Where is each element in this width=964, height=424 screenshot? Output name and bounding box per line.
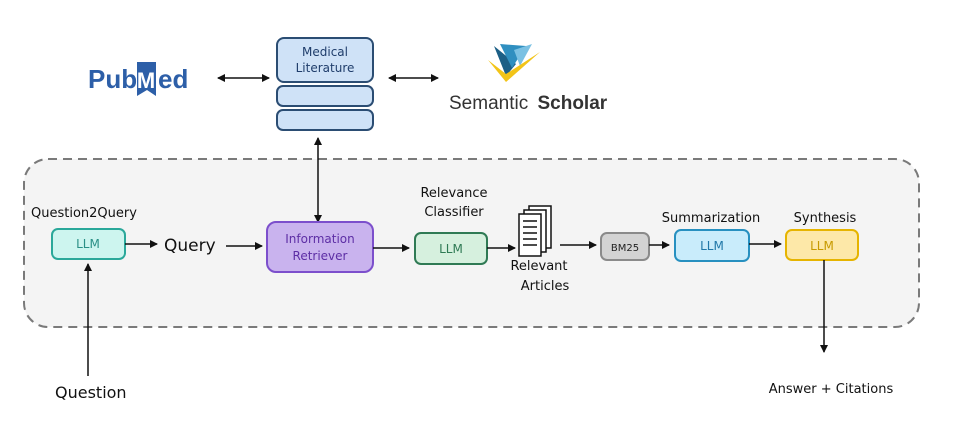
answer-citations-label: Answer + Citations [769, 382, 894, 397]
pubmed-badge-icon [137, 62, 156, 96]
query-label: Query [164, 236, 216, 256]
medical-literature-box [276, 37, 374, 83]
llm-synthesis-box [785, 229, 859, 261]
relevance-classifier-label-1: Relevance [420, 186, 487, 201]
pubmed-text-right: ed [158, 64, 188, 94]
llm-summarization-label: LLM [700, 239, 724, 253]
medical-literature-database: Medical Literature [276, 37, 374, 131]
relevant-articles-label-1: Relevant [510, 259, 567, 274]
relevant-articles-label-2: Articles [521, 279, 570, 294]
bm25-label: BM25 [611, 243, 639, 254]
medical-literature-label-2: Literature [296, 61, 355, 75]
summarization-label: Summarization [662, 211, 760, 226]
semantic-scholar-logo: Semantic Scholar [449, 44, 608, 114]
llm-question2query-label: LLM [76, 237, 100, 251]
information-retriever-label-1: Information [285, 232, 354, 246]
synthesis-label: Synthesis [794, 211, 857, 226]
pubmed-badge-letter: M [137, 68, 155, 93]
semantic-scholar-icon [488, 44, 540, 82]
document-stack-icon [518, 205, 552, 257]
pubmed-text-left: Pub [88, 64, 137, 94]
information-retriever-label-2: Retriever [293, 249, 348, 263]
medical-literature-layer-2 [276, 85, 374, 107]
information-retriever-box [266, 221, 374, 273]
llm-relevance-label: LLM [439, 242, 463, 256]
semantic-scholar-text: Semantic Scholar [449, 93, 608, 114]
medical-literature-layer-3 [276, 109, 374, 131]
medical-literature-label-1: Medical [302, 45, 348, 59]
relevance-classifier-label-2: Classifier [424, 205, 484, 220]
llm-synthesis-label: LLM [810, 239, 834, 253]
question2query-label: Question2Query [31, 206, 137, 221]
pubmed-logo: Pub M ed [88, 62, 188, 96]
bm25-box [600, 232, 650, 261]
question-label: Question [55, 383, 127, 402]
llm-summarization-box [674, 229, 750, 262]
